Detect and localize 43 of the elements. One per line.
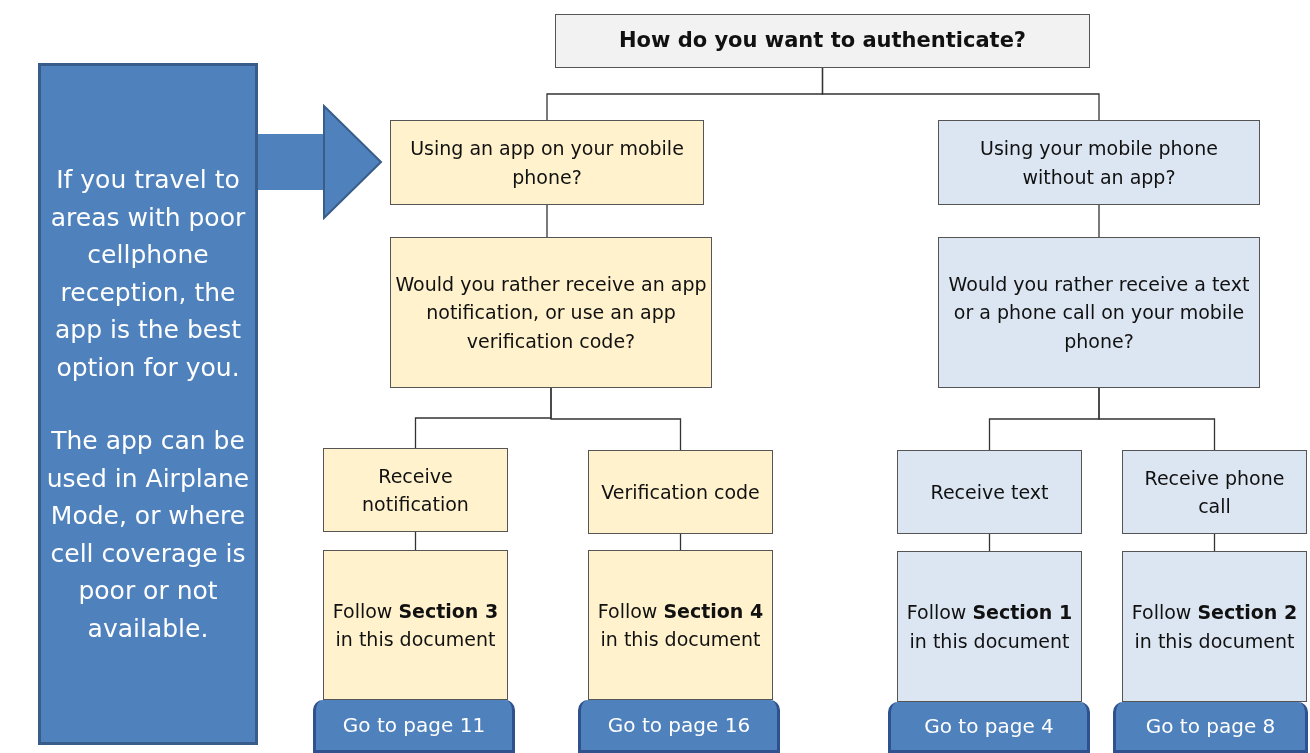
option-text: Follow Section 1 in this document bbox=[905, 600, 1074, 654]
option-text: The app can be used in Airplane Mode, or where cell coverage is poor or not available. bbox=[45, 425, 251, 645]
option-box bbox=[588, 450, 773, 534]
option-box bbox=[897, 450, 1082, 534]
question-text: How do you want to authenticate? bbox=[618, 27, 1027, 55]
option-box bbox=[390, 237, 712, 388]
connector-line bbox=[550, 387, 682, 451]
option-text: Would you rather receive an app notification, or use an app verification code? bbox=[395, 271, 707, 354]
connector-line bbox=[1098, 387, 1216, 451]
option-text: Follow Section 2 in this document bbox=[1130, 600, 1299, 654]
option-text: Using an app on your mobile phone? bbox=[409, 136, 685, 190]
callout-panel bbox=[38, 63, 258, 745]
block-arrow bbox=[258, 105, 382, 219]
connector-line bbox=[546, 204, 548, 238]
option-box bbox=[323, 550, 508, 700]
option-box bbox=[1122, 551, 1307, 702]
page-tab bbox=[313, 700, 515, 753]
option-box bbox=[390, 120, 704, 205]
page-link-text: Go to page 4 bbox=[924, 713, 1054, 740]
option-text: Receive notification bbox=[361, 463, 470, 517]
option-box bbox=[1122, 450, 1307, 534]
option-text: Receive text bbox=[930, 479, 1049, 505]
option-box bbox=[588, 550, 773, 700]
question-box bbox=[555, 14, 1090, 68]
page-tab bbox=[578, 700, 780, 753]
option-box bbox=[323, 448, 508, 532]
option-box bbox=[938, 237, 1260, 388]
option-text: If you travel to areas with poor cellphone reception, the app is the best option for you. bbox=[49, 164, 247, 384]
page-tab bbox=[1113, 702, 1308, 753]
option-text: Using your mobile phone without an app? bbox=[979, 136, 1219, 190]
option-box bbox=[938, 120, 1260, 205]
option-box bbox=[897, 551, 1082, 702]
connector-line bbox=[1098, 204, 1100, 238]
page-link-text: Go to page 11 bbox=[342, 712, 486, 739]
page-link-text: Go to page 8 bbox=[1145, 713, 1276, 740]
page-link-text: Go to page 16 bbox=[607, 712, 751, 739]
option-text: Receive phone call bbox=[1143, 465, 1286, 519]
connector-line bbox=[821, 67, 1100, 121]
option-text: Follow Section 4 in this document bbox=[596, 598, 765, 652]
option-text: Follow Section 3 in this document bbox=[331, 598, 500, 652]
page-tab bbox=[888, 702, 1090, 753]
option-text: Would you rather receive a text or a phone call on your mobile phone? bbox=[947, 271, 1251, 354]
option-text: Verification code bbox=[601, 479, 760, 505]
